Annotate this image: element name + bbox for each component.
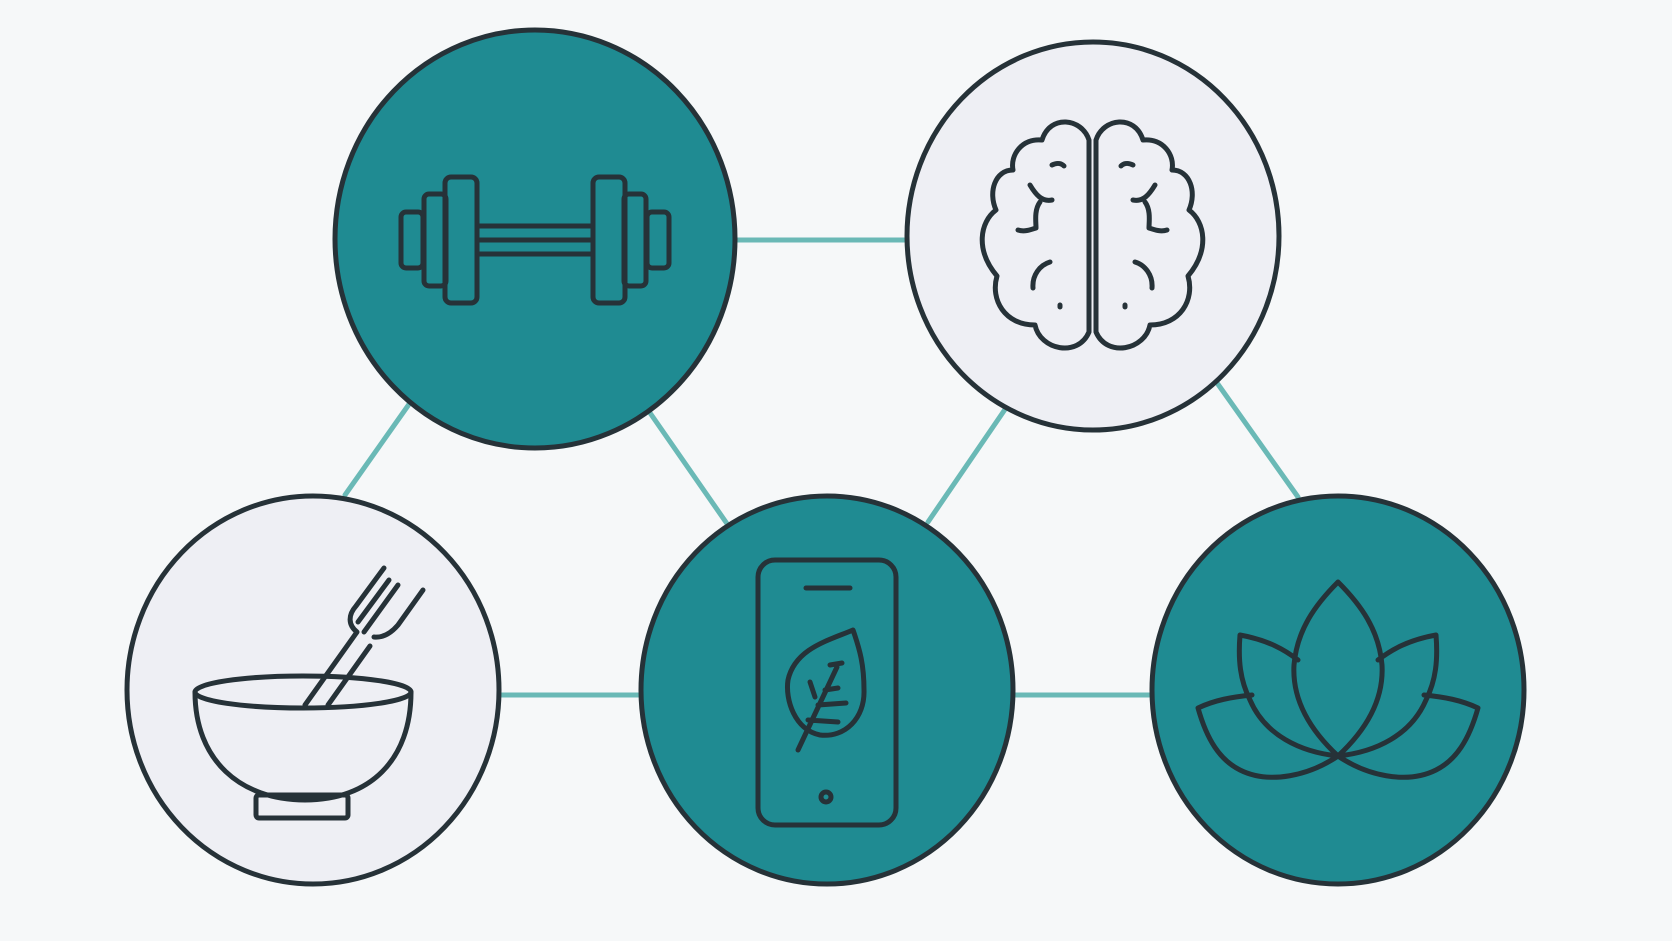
bowl-and-fork-icon (192, 565, 426, 821)
node-mind-circle (904, 39, 1282, 433)
node-nutrition[interactable] (124, 493, 502, 887)
phone-with-leaf-icon (755, 557, 899, 828)
node-mind[interactable] (904, 39, 1282, 433)
node-meditation-circle (1149, 493, 1527, 887)
edge-mind-digital-wellness (925, 402, 1011, 525)
node-meditation[interactable] (1149, 493, 1527, 887)
edge-mind-meditation (1212, 377, 1301, 500)
edge-fitness-nutrition (342, 397, 415, 498)
edge-fitness-digital-wellness (645, 407, 733, 531)
brain-icon (979, 119, 1206, 351)
lotus-icon (1195, 579, 1481, 780)
node-fitness[interactable] (332, 27, 738, 451)
dumbbell-icon (398, 174, 672, 306)
connectors (342, 237, 1301, 698)
node-digital-wellness[interactable] (638, 493, 1016, 887)
